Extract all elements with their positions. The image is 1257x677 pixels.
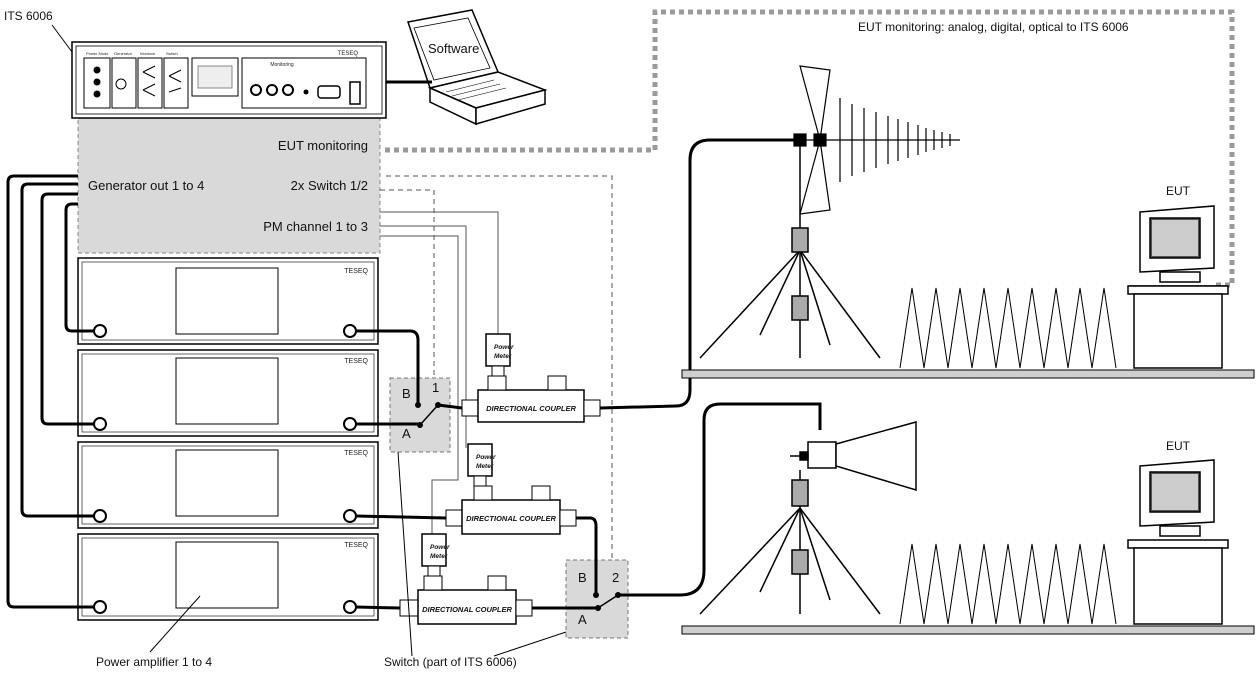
tripod-top bbox=[699, 140, 881, 359]
monitor-icon bbox=[1129, 205, 1227, 293]
log-periodic-antenna-icon bbox=[793, 65, 960, 215]
its6006-front-panel: Monitoring Power Mode Generator Interloc… bbox=[71, 41, 387, 119]
ground-plane-top bbox=[681, 369, 1255, 379]
switch-part-label: Switch (part of ITS 6006) bbox=[384, 655, 517, 669]
switch-1-b: B bbox=[402, 386, 411, 401]
generator-out-label: Generator out 1 to 4 bbox=[88, 178, 204, 193]
power-meter-3-b: Meter bbox=[430, 553, 448, 560]
switch-2-a: A bbox=[578, 612, 587, 627]
absorber-icon bbox=[899, 543, 1117, 625]
front-generator-label: Generator bbox=[114, 51, 133, 56]
power-meter-2-b: Meter bbox=[476, 463, 494, 470]
absorber-icon bbox=[899, 287, 1117, 369]
power-meter-3: Power Meter bbox=[421, 533, 450, 577]
eut-table-bottom bbox=[1127, 539, 1229, 625]
front-monitoring-label: Monitoring bbox=[270, 62, 294, 68]
power-amplifier-2: TESEQ bbox=[77, 349, 379, 437]
power-meter-2: Power Meter bbox=[467, 443, 496, 487]
front-switch-label: Switch bbox=[166, 51, 178, 56]
generator-cables bbox=[6, 174, 94, 609]
teseq-logo: TESEQ bbox=[344, 450, 368, 457]
directional-coupler-1: DIRECTIONAL COUPLER bbox=[461, 375, 601, 423]
dc3-label: DIRECTIONAL COUPLER bbox=[422, 605, 512, 614]
front-interlock-label: Interlock bbox=[140, 51, 155, 56]
power-meter-1-a: Power bbox=[494, 344, 514, 351]
teseq-logo: TESEQ bbox=[344, 358, 368, 365]
eut-monitoring-title: EUT monitoring: analog, digital, optical… bbox=[858, 20, 1129, 34]
power-amplifier-label: Power amplifier 1 to 4 bbox=[96, 655, 212, 669]
power-amplifier-4: TESEQ bbox=[77, 533, 379, 621]
switch-2-b: B bbox=[578, 570, 587, 585]
its-teseq-logo: TESEQ bbox=[338, 51, 359, 57]
eut-bottom-label: EUT bbox=[1166, 439, 1191, 453]
switch-1-box bbox=[389, 377, 451, 453]
directional-coupler-2: DIRECTIONAL COUPLER bbox=[445, 485, 577, 535]
monitor-icon bbox=[1139, 459, 1215, 537]
teseq-logo: TESEQ bbox=[344, 542, 368, 549]
eut-table-top bbox=[1127, 285, 1229, 369]
switch-12-label: 2x Switch 1/2 bbox=[291, 178, 368, 193]
rf-cables bbox=[355, 138, 822, 610]
power-meter-1-b: Meter bbox=[494, 353, 512, 360]
power-meter-2-a: Power bbox=[476, 454, 496, 461]
laptop-icon bbox=[407, 9, 548, 126]
switch-1-1: 1 bbox=[432, 380, 439, 395]
power-amplifier-1: TESEQ bbox=[77, 257, 379, 345]
eut-monitoring-label: EUT monitoring bbox=[278, 138, 368, 153]
tripod-bottom bbox=[699, 470, 881, 615]
ground-plane-bottom bbox=[681, 625, 1255, 635]
pm-channel-lines bbox=[380, 211, 499, 536]
horn-antenna-icon bbox=[790, 421, 917, 492]
teseq-logo: TESEQ bbox=[344, 268, 368, 275]
eut-top-label: EUT bbox=[1166, 184, 1191, 198]
software-label: Software bbox=[428, 41, 479, 56]
dc2-label: DIRECTIONAL COUPLER bbox=[466, 514, 556, 523]
its-title: ITS 6006 bbox=[4, 9, 53, 23]
front-power-mode-label: Power Mode bbox=[86, 51, 109, 56]
switch-1-a: A bbox=[402, 426, 411, 441]
directional-coupler-3: DIRECTIONAL COUPLER bbox=[399, 575, 533, 625]
power-meter-1: Power Meter bbox=[485, 333, 514, 377]
switch-control-lines bbox=[380, 175, 613, 560]
power-meter-3-a: Power bbox=[430, 544, 450, 551]
power-amplifier-3: TESEQ bbox=[77, 441, 379, 529]
pm-channel-label: PM channel 1 to 3 bbox=[263, 219, 368, 234]
eut-monitoring-boundary bbox=[385, 9, 1235, 288]
dc1-label: DIRECTIONAL COUPLER bbox=[486, 404, 576, 413]
switch-2-2: 2 bbox=[612, 570, 619, 585]
